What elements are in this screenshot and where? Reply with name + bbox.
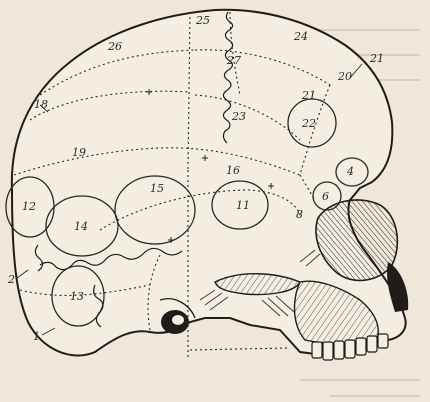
region-label-4: 4 <box>346 165 354 178</box>
region-label-18: 18 <box>34 98 48 111</box>
region-label-2: 2 <box>7 273 15 286</box>
region-label-13: 13 <box>70 290 84 303</box>
region-label-21-top: 21 <box>369 52 384 65</box>
region-label-22: 22 <box>301 117 316 130</box>
region-label-27: 27 <box>226 54 241 67</box>
region-label-12: 12 <box>22 200 36 213</box>
region-label-11: 11 <box>236 199 250 212</box>
region-label-14: 14 <box>74 220 88 233</box>
region-label-21: 21 <box>301 89 316 102</box>
region-label-6: 6 <box>322 190 329 203</box>
region-label-24: 24 <box>293 30 308 43</box>
region-label-8: 8 <box>296 208 303 221</box>
region-label-25: 25 <box>195 14 210 27</box>
region-label-23: 23 <box>231 110 246 123</box>
region-label-15: 15 <box>150 182 164 195</box>
region-label-1: 1 <box>33 330 40 343</box>
region-label-19: 19 <box>72 146 86 159</box>
region-label-16: 16 <box>226 164 240 177</box>
region-label-26: 26 <box>107 40 122 53</box>
region-label-20: 20 <box>337 70 352 83</box>
